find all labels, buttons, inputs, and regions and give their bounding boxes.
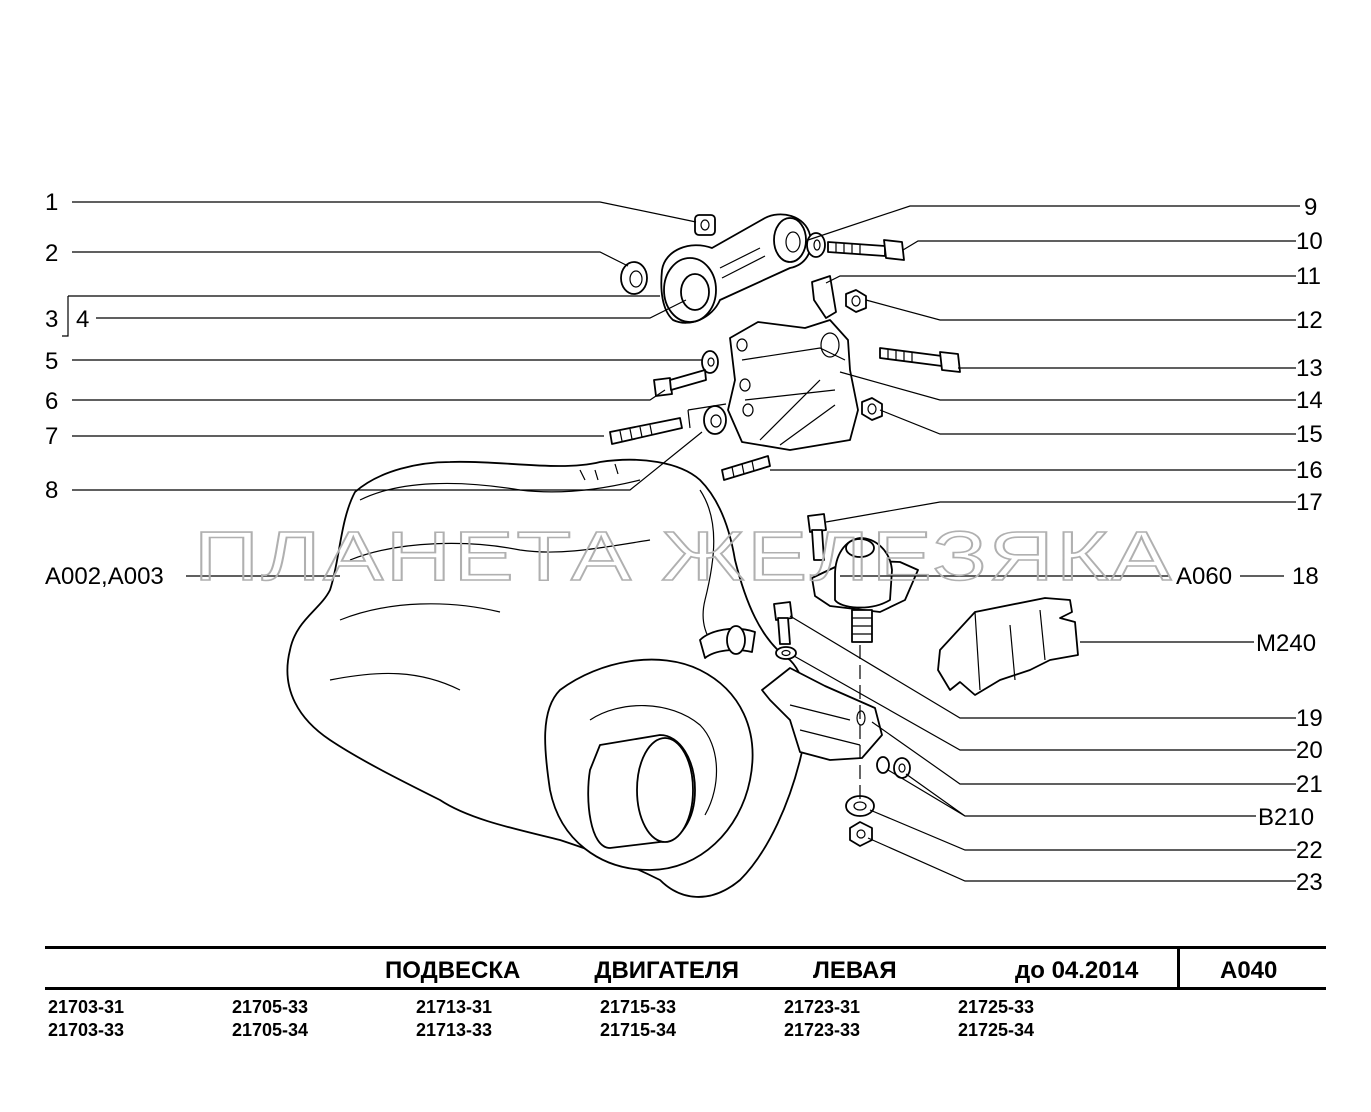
bracket-plate-11 <box>811 275 837 319</box>
callout-14: 14 <box>1296 387 1323 414</box>
model-code: 21723-33 <box>784 1020 861 1040</box>
callout-16: 16 <box>1296 457 1323 484</box>
callout-11: 11 <box>1296 263 1321 290</box>
exploded-parts-diagram: 1 2 3 4 5 6 7 8 A002,A003 9 10 11 12 13 … <box>45 189 1323 898</box>
callout-5: 5 <box>45 348 58 375</box>
model-code: 21705-34 <box>232 1020 309 1040</box>
bolt-17 <box>807 513 827 561</box>
engine-mount-18 <box>811 537 919 643</box>
callouts-left: 1 2 3 4 5 6 7 8 A002,A003 <box>45 189 164 590</box>
callout-20: 20 <box>1296 737 1323 764</box>
washer-nut-22-23 <box>845 795 875 847</box>
model-column: 21725-33 21725-34 <box>958 996 1034 1042</box>
main-bracket-14 <box>727 319 859 451</box>
callout-22: 22 <box>1296 837 1323 864</box>
callout-1: 1 <box>45 189 58 216</box>
long-bolt-13 <box>879 347 961 373</box>
torque-rod-assembly <box>620 213 812 324</box>
model-code: 21715-33 <box>600 997 677 1017</box>
date-range: до 04.2014 <box>1015 957 1139 984</box>
callout-a060: A060 <box>1176 563 1232 590</box>
model-column: 21715-33 21715-34 <box>600 996 676 1042</box>
callout-3: 3 <box>45 306 58 333</box>
watermark: ПЛАНЕТА ЖЕЛЕЗЯКА <box>194 517 1174 595</box>
callout-8: 8 <box>45 477 58 504</box>
callout-4: 4 <box>76 306 89 333</box>
callout-12: 12 <box>1296 307 1323 334</box>
model-column: 21703-31 21703-33 <box>48 996 124 1042</box>
callouts-right: 9 10 11 12 13 14 15 16 17 18 A060 M240 1… <box>1176 194 1323 896</box>
model-column: 21723-31 21723-33 <box>784 996 860 1042</box>
callout-b210: B210 <box>1258 804 1314 831</box>
heat-shield-m240 <box>937 597 1079 696</box>
model-code: 21703-33 <box>48 1020 125 1040</box>
title-block: ПОДВЕСКА ДВИГАТЕЛЯ ЛЕВАЯ до 04.2014 A040 <box>45 946 1326 990</box>
callout-23: 23 <box>1296 869 1323 896</box>
model-code: 21725-34 <box>958 1020 1035 1040</box>
gearbox-housing <box>286 458 808 898</box>
model-code: 21713-33 <box>416 1020 493 1040</box>
title-divider <box>1177 946 1180 990</box>
model-code: 21713-31 <box>416 997 493 1017</box>
nut-12 <box>845 289 867 313</box>
lower-fasteners-19-21 <box>761 601 883 761</box>
callout-9: 9 <box>1304 194 1317 221</box>
model-code: 21725-33 <box>958 997 1035 1017</box>
callout-m240: M240 <box>1256 630 1316 657</box>
fasteners-5-8 <box>609 350 727 445</box>
page-title: ПОДВЕСКА ДВИГАТЕЛЯ ЛЕВАЯ <box>385 957 897 984</box>
callout-21: 21 <box>1296 771 1323 798</box>
bolt-and-washer-9-10 <box>806 232 905 261</box>
nuts-b210 <box>876 756 911 779</box>
stud-16 <box>721 455 771 481</box>
callout-2: 2 <box>45 240 58 267</box>
model-column: 21705-33 21705-34 <box>232 996 308 1042</box>
model-code: 21703-31 <box>48 997 125 1017</box>
callout-6: 6 <box>45 388 58 415</box>
nut-15 <box>861 397 883 421</box>
callout-15: 15 <box>1296 421 1323 448</box>
callout-a002-a003: A002,A003 <box>45 563 164 590</box>
leader-lines <box>62 201 1300 882</box>
model-column: 21713-31 21713-33 <box>416 996 492 1042</box>
model-code: 21705-33 <box>232 997 309 1017</box>
model-code: 21715-34 <box>600 1020 677 1040</box>
model-code: 21723-31 <box>784 997 861 1017</box>
callout-10: 10 <box>1296 228 1323 255</box>
callout-7: 7 <box>45 423 58 450</box>
callout-17: 17 <box>1296 489 1323 516</box>
callout-19: 19 <box>1296 705 1323 732</box>
callout-18: 18 <box>1292 563 1319 590</box>
callout-13: 13 <box>1296 355 1323 382</box>
model-list: 21703-31 21703-33 21705-33 21705-34 2171… <box>48 996 1248 1046</box>
section-code: A040 <box>1220 957 1278 984</box>
